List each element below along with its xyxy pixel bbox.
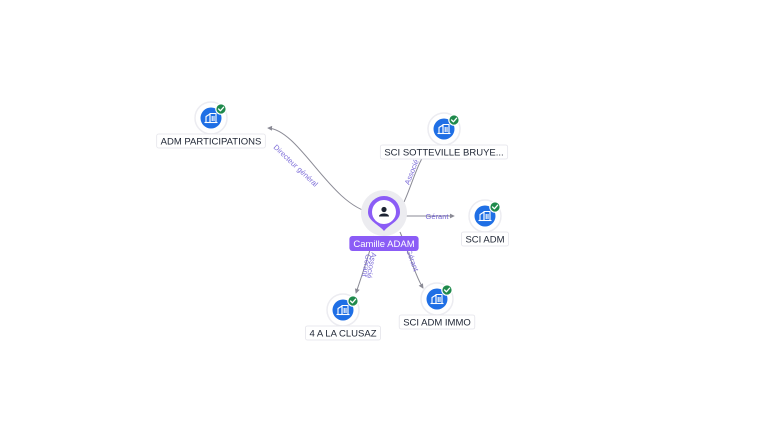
company-label-text: ADM PARTICIPATIONS — [161, 136, 262, 147]
nodes-layer: ADM PARTICIPATIONS SCI SOTTEVILLE BRUYE..… — [156, 101, 509, 341]
company-building-icon — [437, 123, 451, 135]
company-node-adm-participations[interactable]: ADM PARTICIPATIONS — [156, 101, 266, 149]
company-label: ADM PARTICIPATIONS — [156, 133, 266, 149]
company-building-icon — [336, 304, 350, 316]
company-label-text: 4 A LA CLUSAZ — [309, 328, 376, 339]
edge-role-label: Gérant — [426, 212, 450, 221]
company-node-sci-adm[interactable]: SCI ADM — [461, 199, 509, 247]
edge-role-label: Associé — [403, 158, 421, 186]
edge-sci-adm: Gérant — [402, 212, 455, 221]
company-label: 4 A LA CLUSAZ — [305, 325, 381, 341]
company-label-text: SCI SOTTEVILLE BRUYE... — [384, 147, 503, 158]
company-node-sci-adm-immo[interactable]: SCI ADM IMMO — [398, 282, 476, 330]
company-node-disc — [200, 107, 222, 129]
company-node-4-a-la-clusaz[interactable]: 4 A LA CLUSAZ — [305, 293, 381, 341]
edge-role-label: Gérant — [404, 248, 421, 273]
verified-check-icon — [441, 284, 453, 296]
center-node[interactable]: Camille ADAM — [349, 190, 419, 251]
company-node-sci-sotteville[interactable]: SCI SOTTEVILLE BRUYE... — [379, 112, 509, 160]
company-node-disc — [433, 118, 455, 140]
person-label-bg — [349, 236, 419, 251]
person-icon — [379, 206, 389, 217]
company-label-text: SCI ADM IMMO — [403, 317, 471, 328]
verified-check-icon — [347, 295, 359, 307]
edge-role-label: Directeur général — [272, 143, 320, 189]
company-label: SCI SOTTEVILLE BRUYE... — [379, 144, 509, 160]
edge-role-label: Gérant — [360, 253, 373, 278]
verified-check-icon — [448, 114, 460, 126]
company-label: SCI ADM IMMO — [398, 314, 476, 330]
company-building-icon — [478, 210, 492, 222]
company-building-icon — [204, 112, 218, 124]
edge-line — [267, 125, 373, 214]
company-label: SCI ADM — [461, 231, 509, 247]
company-building-icon — [430, 293, 444, 305]
company-node-disc — [332, 299, 354, 321]
company-node-disc — [426, 288, 448, 310]
company-node-disc — [474, 205, 496, 227]
verified-check-icon — [489, 201, 501, 213]
company-label-text: SCI ADM — [465, 234, 504, 245]
edge-adm-participations: Directeur général — [267, 125, 373, 214]
person-label: Camille ADAM — [353, 239, 414, 250]
verified-check-icon — [215, 103, 227, 115]
